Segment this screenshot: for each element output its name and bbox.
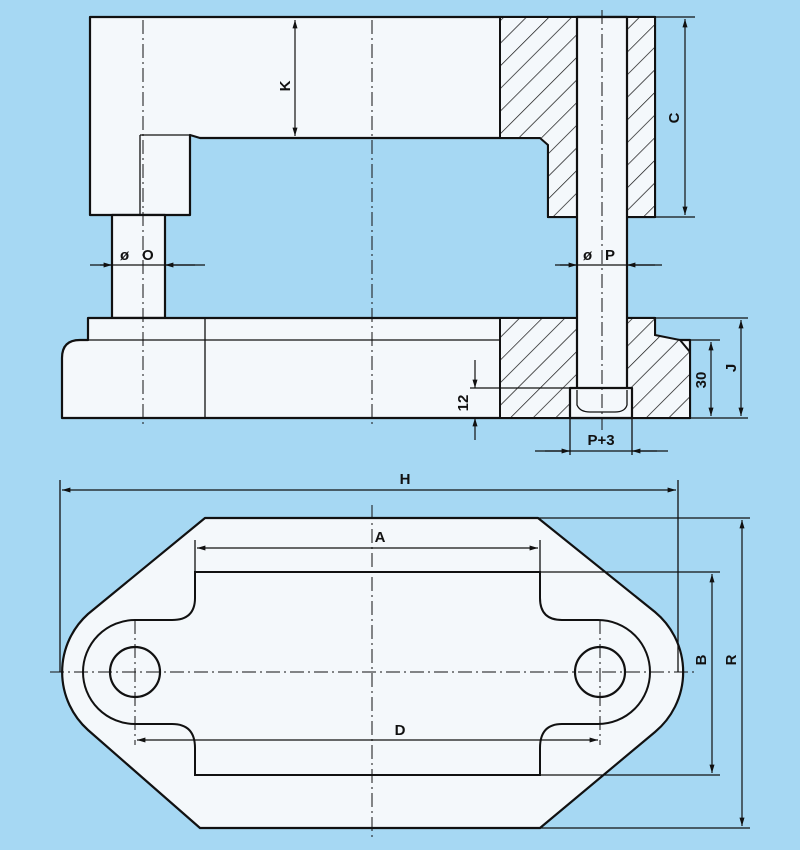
label-A: A — [375, 529, 386, 546]
label-C: C — [666, 112, 683, 123]
label-B: B — [693, 654, 710, 665]
base-outline — [61, 516, 685, 830]
label-R: R — [723, 654, 740, 665]
label-K: K — [277, 80, 294, 91]
left-guide-pillar — [110, 213, 167, 320]
front-view: K C ø O ø P J 30 12 P+3 — [60, 10, 748, 455]
plan-view: H A D B R — [50, 471, 750, 838]
label-P: P — [605, 247, 615, 264]
label-J: J — [723, 364, 740, 372]
label-D: D — [395, 722, 406, 739]
label-H: H — [400, 471, 411, 488]
label-O: O — [142, 247, 154, 264]
pillar-counterbore — [568, 386, 634, 420]
label-P-plus-3: P+3 — [587, 432, 614, 449]
label-12: 12 — [455, 395, 472, 412]
label-diameter-O-symbol: ø — [120, 247, 130, 264]
label-diameter-P-symbol: ø — [583, 247, 593, 264]
label-30: 30 — [693, 372, 710, 389]
